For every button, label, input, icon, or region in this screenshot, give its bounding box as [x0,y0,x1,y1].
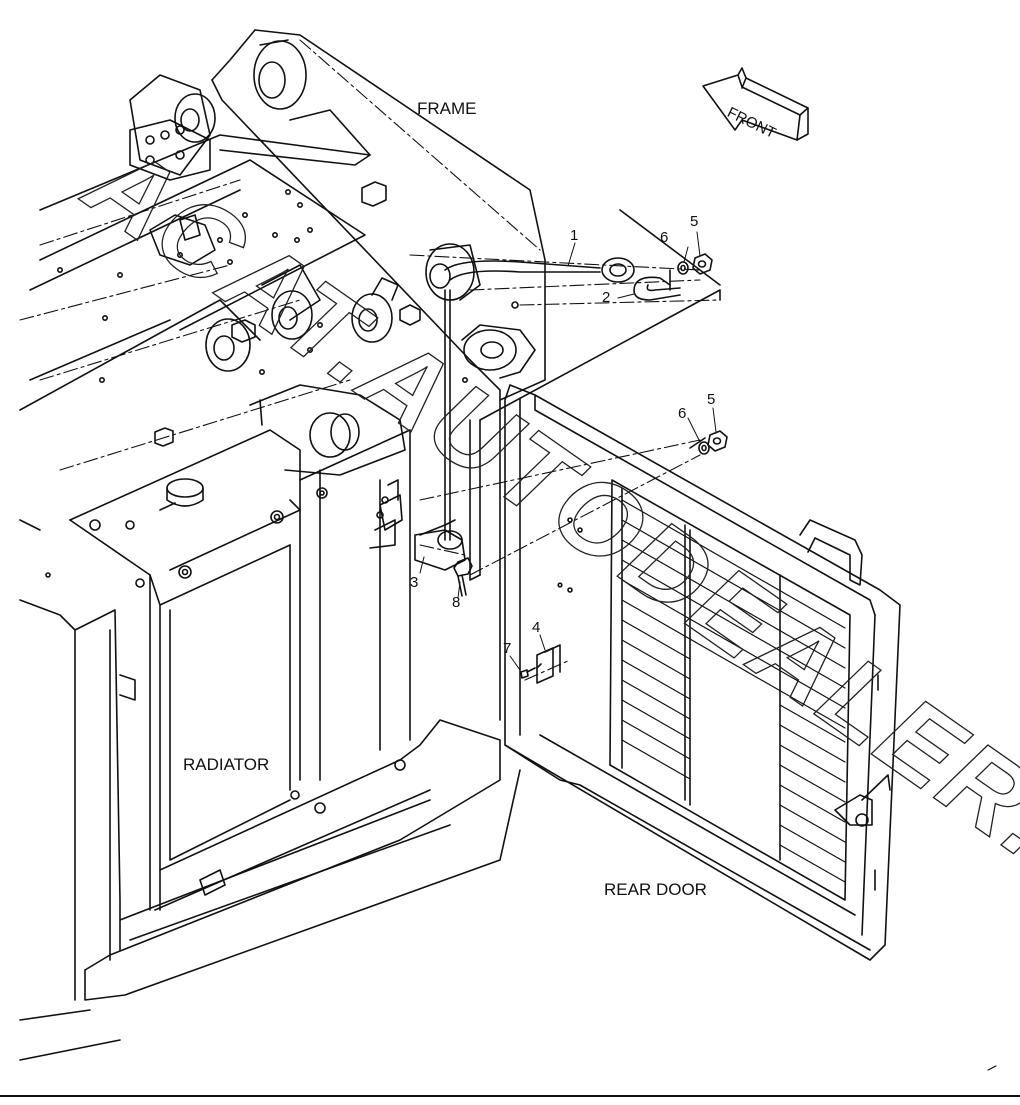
part-number-2: 2 [602,289,611,306]
frame-structure [19,29,721,721]
radiator [19,384,521,1061]
frame-label: FRAME [417,99,477,118]
rear-door [504,384,901,961]
part-number-4: 4 [532,619,541,636]
part-number-6-lower: 6 [678,405,687,422]
part-5-nut [692,253,728,452]
part-number-1: 1 [570,227,579,244]
rear-door-label: REAR DOOR [604,880,707,899]
part-number-6-top: 6 [660,229,669,246]
part-number-5-top: 5 [690,213,699,230]
radiator-label: RADIATOR [183,755,270,774]
part-6-washer [677,261,710,455]
part-4-clip [536,644,561,684]
part-number-5-lower: 5 [707,391,716,408]
scan-mark [987,1065,997,1071]
part-7-screw [520,667,536,679]
part-number-8: 8 [452,594,461,611]
front-arrow-icon [702,67,809,141]
leader-lines [419,231,717,671]
part-1-door-stay-rod [444,257,635,541]
part-number-3: 3 [410,574,419,591]
part-2-u-bolt [633,269,681,301]
part-number-7: 7 [503,640,512,657]
